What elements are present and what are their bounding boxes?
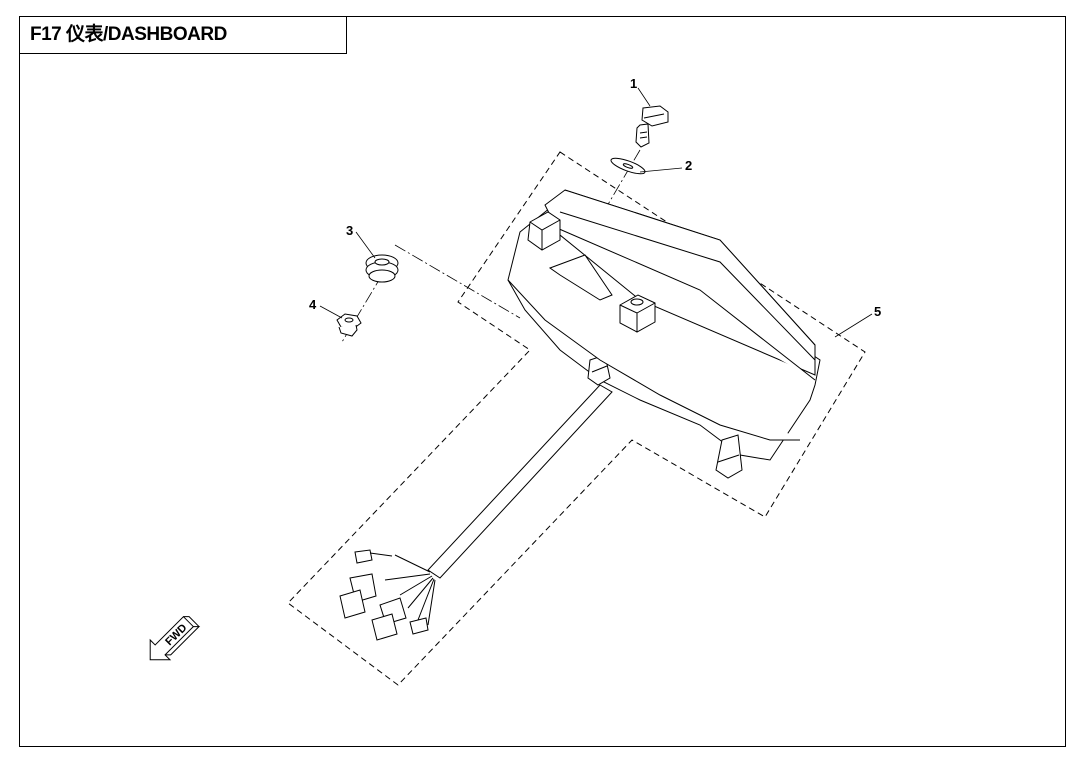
bushing-part	[336, 313, 362, 337]
fwd-arrow-icon: FWD	[149, 615, 201, 661]
bolt-part	[635, 105, 669, 148]
callout-1: 1	[630, 76, 637, 91]
callout-2: 2	[685, 158, 692, 173]
centre-line-grommet	[394, 244, 521, 319]
diagram-title: F17 仪表/DASHBOARD	[19, 16, 347, 54]
assembly-boundary	[287, 151, 866, 686]
washer-part	[610, 157, 646, 175]
callout-3: 3	[346, 223, 353, 238]
grommet-part	[365, 254, 399, 283]
drawing-frame	[19, 16, 1066, 747]
callout-4: 4	[309, 297, 317, 312]
wire-harness	[339, 384, 613, 641]
callout-5: 5	[874, 304, 881, 319]
dashboard-part	[507, 189, 821, 479]
leader-lines	[319, 87, 873, 338]
